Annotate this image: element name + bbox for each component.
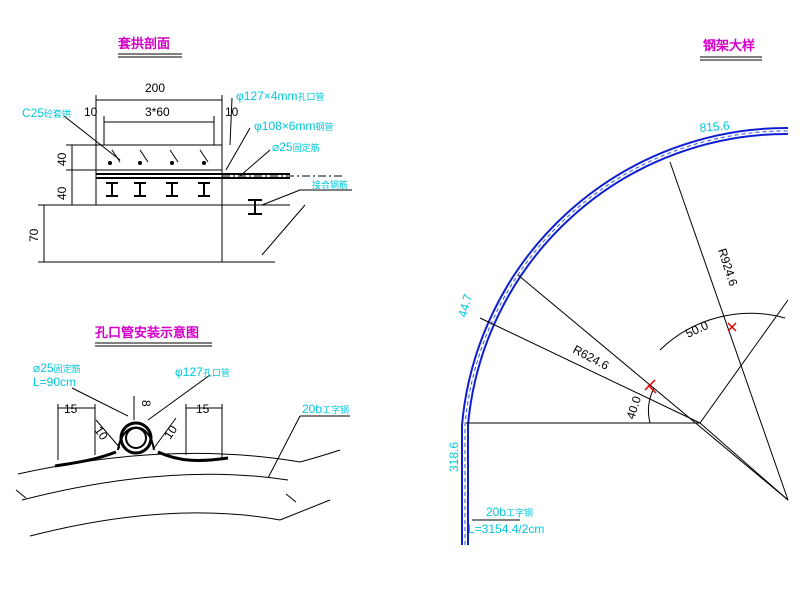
label-i-steel: 20b工字钢 <box>302 402 349 416</box>
title-orifice-pipe: 孔口管安装示意图 <box>95 325 212 347</box>
dim-radius-inner: R624.6 <box>571 342 612 373</box>
label-pipe-108: φ108×6mm钢管 <box>254 119 334 133</box>
label-bar-25: ⌀25固定筋 <box>272 140 320 154</box>
label-pipe-127: φ127×4mm孔口管 <box>236 89 325 103</box>
label-orifice-pipe: φ127孔口管 <box>175 365 230 379</box>
dim-h3: 70 <box>27 228 41 242</box>
orifice-pipe-labels: ⌀25固定筋 L=90cm φ127孔口管 15 15 8 10 10 20b工… <box>33 361 349 443</box>
orifice-pipe-drawing <box>15 374 350 537</box>
label-joint: 接合钢筋 <box>312 179 348 190</box>
dim-diag-left: 10 <box>92 424 111 443</box>
dim-h1: 40 <box>55 152 69 166</box>
guide-section-drawing <box>38 95 352 263</box>
title-guide-section-text: 套拱剖面 <box>117 36 170 51</box>
dim-arch-top: 815.6 <box>699 118 730 135</box>
arch-sample-drawing <box>461 126 789 545</box>
title-arch-sample: 钢架大样 <box>700 38 762 61</box>
label-fix-bar: ⌀25固定筋 <box>33 361 81 375</box>
label-arch-steel: 20b工字钢 <box>486 505 533 519</box>
dim-arch-left: 318.6 <box>447 442 461 472</box>
guide-section-labels: 200 10 3*60 10 40 40 70 C25砼套拱 φ127×4mm孔… <box>22 81 348 242</box>
dim-radius-outer: R924.6 <box>715 247 740 288</box>
title-arch-sample-text: 钢架大样 <box>703 38 755 53</box>
dim-total: 200 <box>145 81 165 95</box>
dim-middle: 3*60 <box>145 105 170 119</box>
dim-angle-40: 40.0 <box>624 394 645 421</box>
dim-right-15: 15 <box>196 402 210 416</box>
dim-top-8: 8 <box>139 400 153 407</box>
anchor-marks <box>108 149 209 165</box>
title-orifice-pipe-text: 孔口管安装示意图 <box>95 325 199 340</box>
arch-sample-labels: 815.6 R924.6 50.0 44.7 R624.6 40.0 318.6… <box>447 118 741 536</box>
label-arch-length: L=3154.4/2cm <box>468 522 544 536</box>
i-beam-row <box>106 182 262 215</box>
dim-arch-side: 44.7 <box>455 292 475 318</box>
title-guide-section: 套拱剖面 <box>117 36 182 58</box>
dim-left-15: 15 <box>64 402 78 416</box>
dim-left-10: 10 <box>84 105 98 119</box>
dim-right-10: 10 <box>225 105 239 119</box>
dim-h2: 40 <box>55 186 69 200</box>
dim-diag-right: 10 <box>161 422 180 441</box>
label-concrete: C25砼套拱 <box>22 106 71 120</box>
label-fix-bar-length: L=90cm <box>33 375 76 389</box>
